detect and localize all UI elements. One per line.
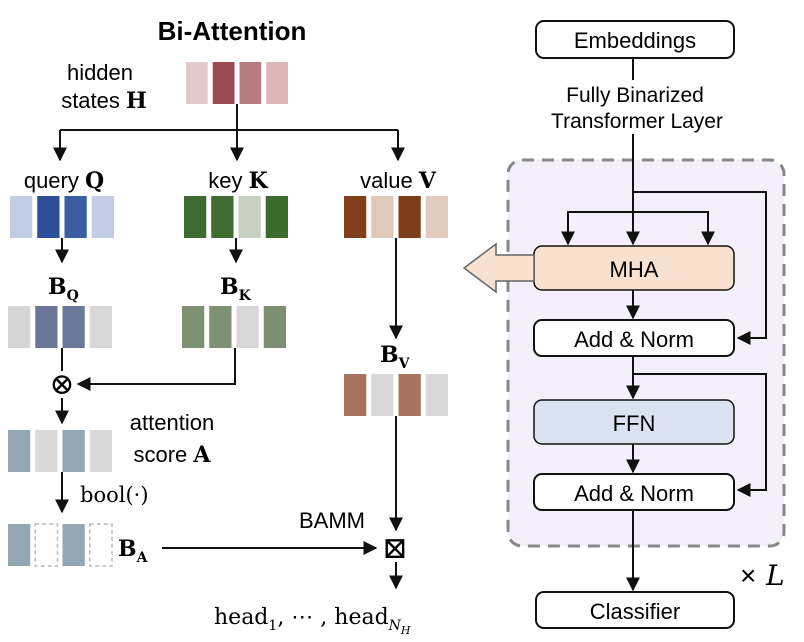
vector-cell <box>398 374 421 416</box>
attention-score-vector <box>8 430 112 472</box>
ba-label: BA <box>118 536 149 566</box>
vector-cell <box>37 196 60 238</box>
vector-cell <box>91 196 114 238</box>
bk-label: BK <box>220 274 252 304</box>
value-label: value V <box>360 168 437 194</box>
residual-path-2 <box>633 373 767 497</box>
vector-cell <box>8 524 31 566</box>
vector-cell <box>186 62 208 104</box>
addnorm1-label: Add & Norm <box>574 327 694 352</box>
vector-cell <box>266 62 288 104</box>
hidden-states-label-line1: hidden <box>67 60 133 85</box>
vector-cell <box>212 62 235 104</box>
vector-cell <box>344 374 367 416</box>
value-vector <box>344 196 448 238</box>
vector-cell <box>236 306 259 348</box>
vector-cell <box>425 374 448 416</box>
vector-cell <box>239 62 262 104</box>
vector-cell <box>62 306 85 348</box>
vector-cell <box>425 196 448 238</box>
repeat-times-symbol: × <box>740 560 756 591</box>
vector-cell <box>89 523 113 567</box>
arrow-bk-to-otimes <box>76 348 236 391</box>
expand-arrow-icon <box>462 242 535 294</box>
fbtl-label-line1: Fully Binarized <box>566 84 704 107</box>
vector-cell <box>398 196 421 238</box>
embeddings-label: Embeddings <box>574 28 696 53</box>
vector-cell <box>211 196 234 238</box>
query-vector <box>10 196 114 238</box>
output-heads-label: head1, ⋯ , headNH <box>214 605 411 637</box>
bq-vector <box>8 306 112 348</box>
bk-vector <box>182 306 286 348</box>
vector-cell <box>62 524 85 566</box>
vector-cell <box>34 523 59 567</box>
vector-cell <box>182 306 205 348</box>
bool-label: bool(·) <box>80 483 149 507</box>
vector-cell <box>62 430 85 472</box>
query-label: query Q <box>24 168 104 194</box>
vector-cell <box>371 196 394 238</box>
vector-cell <box>8 306 31 348</box>
ba-vector <box>8 523 113 567</box>
bv-vector <box>344 374 448 416</box>
vector-cell <box>263 306 286 348</box>
boxtimes-operator-icon: ⊠ <box>382 531 407 566</box>
bv-label: BV <box>380 342 411 372</box>
vector-cell <box>8 430 31 472</box>
vector-cell <box>35 430 58 472</box>
attention-score-label-line2: score A <box>134 442 212 468</box>
ffn-label: FFN <box>613 411 656 436</box>
hidden-states-label-line2: states H <box>61 88 147 114</box>
otimes-operator-icon: ⊗ <box>49 367 74 402</box>
vector-cell <box>238 196 261 238</box>
hidden-states-vector <box>186 62 288 104</box>
vector-cell <box>209 306 232 348</box>
vector-cell <box>10 196 33 238</box>
bamm-label: BAMM <box>299 508 365 533</box>
fbtl-label-line2: Transformer Layer <box>551 110 723 133</box>
classifier-box <box>535 591 735 629</box>
vector-cell <box>371 374 394 416</box>
vector-cell <box>35 306 58 348</box>
vector-cell <box>344 196 367 238</box>
classifier-label: Classifier <box>590 599 680 624</box>
bq-label: BQ <box>48 274 79 304</box>
vector-cell <box>184 196 207 238</box>
vector-cell <box>265 196 288 238</box>
residual-path-1 <box>633 191 767 345</box>
bi-attention-title: Bi-Attention <box>158 16 307 46</box>
addnorm2-label: Add & Norm <box>574 481 694 506</box>
embeddings-box <box>535 20 735 59</box>
key-label: key K <box>208 168 268 194</box>
vector-cell <box>64 196 87 238</box>
repeat-L-symbol: L <box>765 559 785 592</box>
mha-label: MHA <box>610 257 659 282</box>
vector-cell <box>89 306 112 348</box>
attention-score-label-line1: attention <box>130 410 214 435</box>
key-vector <box>184 196 288 238</box>
vector-cell <box>89 430 112 472</box>
